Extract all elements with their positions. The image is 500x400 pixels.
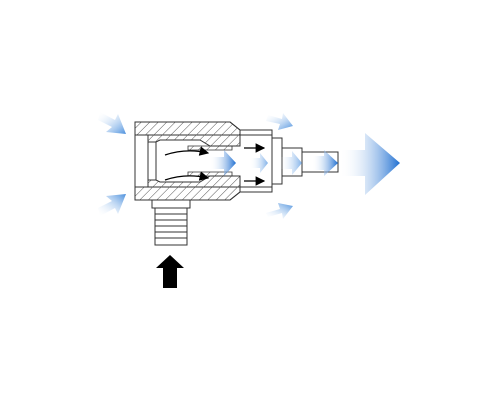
- outlet-flow-arrow: [340, 133, 400, 195]
- ambient-inlet-arrow-top-left: [98, 112, 126, 134]
- ambient-inlet-arrow-bottom-left: [98, 194, 126, 216]
- ambient-arrow-bottom-right: [266, 203, 293, 219]
- ambient-arrow-top-right: [266, 113, 293, 130]
- hatched-housing-top: [134, 121, 241, 147]
- internal-flow-arrow-bottom: [164, 171, 210, 181]
- hatched-insert-top: [187, 145, 233, 151]
- internal-flow-arrow-top: [164, 146, 210, 156]
- hatched-housing-bottom: [134, 175, 241, 201]
- compressed-air-inlet-arrow: [156, 255, 184, 288]
- center-flow-arrow-4: [312, 150, 338, 176]
- center-flow-arrow-2: [250, 153, 268, 173]
- compressed-air-inlet-fitting: [151, 200, 191, 246]
- center-flow-arrow-1: [210, 150, 236, 176]
- center-flow-arrow-3: [280, 151, 302, 175]
